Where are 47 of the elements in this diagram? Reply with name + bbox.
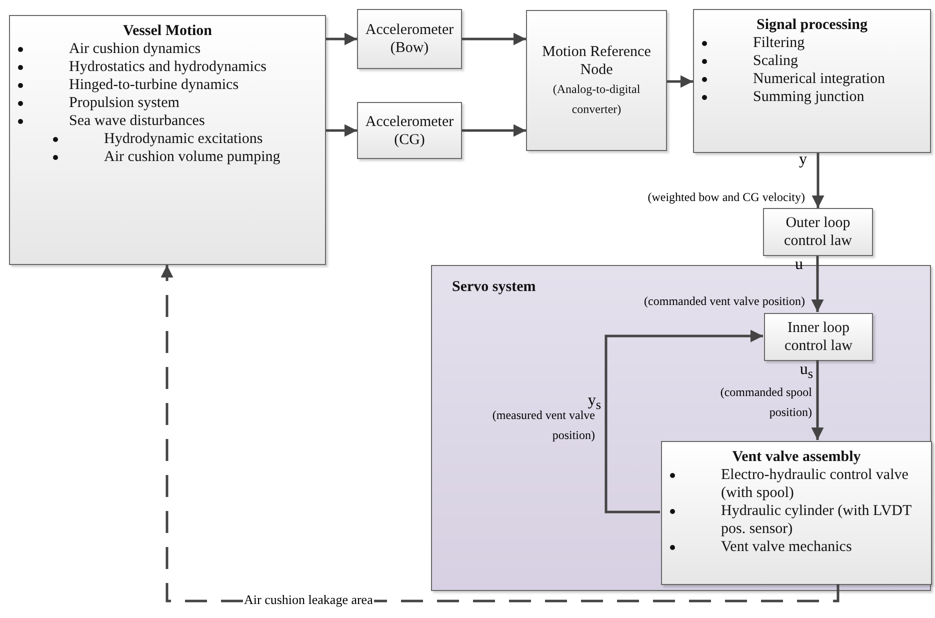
process-box <box>693 9 931 153</box>
box-heading: Vent valve assembly <box>731 448 862 466</box>
arrow <box>811 360 824 440</box>
bullet-item: Hinged-to-turbine dynamics <box>69 76 239 94</box>
process-box <box>357 9 462 69</box>
box-heading: Servo system <box>452 278 537 296</box>
bullet-item: Hydrodynamic excitations <box>104 130 263 148</box>
arrow <box>604 330 763 514</box>
process-box <box>764 313 873 361</box>
bullet-item: Hydraulic cylinder (with LVDT pos. sensor) <box>721 502 912 538</box>
bullet-item: Scaling <box>753 52 798 70</box>
bullet-item: Numerical integration <box>753 70 886 88</box>
edge-label: y <box>798 152 808 168</box>
box-label: Outer loop control law <box>783 214 853 250</box>
signal-note: (weighted bow and CG velocity) <box>646 189 805 206</box>
process-box <box>661 441 932 585</box>
box-label: Accelerometer (CG) <box>364 112 455 148</box>
box-subtitle: (Analog-to-digital converter) <box>552 80 642 118</box>
edge-label: u$_{s}$ <box>798 362 814 382</box>
box-label: Accelerometer (Bow) <box>364 21 455 57</box>
edge-label: Air cushion leakage area <box>243 592 374 608</box>
signal-note: (commanded vent valve position) <box>643 293 805 310</box>
box-heading: Signal processing <box>756 16 868 34</box>
arrow <box>667 75 693 88</box>
box-label: Motion Reference Node <box>541 42 652 78</box>
bullet-item: Summing junction <box>753 88 864 106</box>
process-box <box>357 102 462 159</box>
arrow <box>326 124 357 137</box>
process-box <box>526 10 667 151</box>
arrow <box>326 32 357 46</box>
bullet-item: Air cushion volume pumping <box>104 148 280 166</box>
bullet-item: Propulsion system <box>69 94 180 112</box>
bullet-item: Vent valve mechanics <box>721 538 852 556</box>
bullet-item: Filtering <box>753 34 805 52</box>
process-box <box>9 15 326 265</box>
arrow <box>462 32 526 46</box>
box-label: Inner loop control law <box>784 319 854 355</box>
arrow <box>812 153 824 208</box>
arrow <box>462 124 526 137</box>
bullet-item: Electro-hydraulic control valve (with spool) <box>721 466 910 502</box>
box-heading: Vessel Motion <box>122 22 214 40</box>
bullet-item: Air cushion dynamics <box>69 40 201 58</box>
bullet-item: Hydrostatics and hydrodynamics <box>69 58 266 76</box>
arrow <box>811 256 824 312</box>
signal-note: (commanded spool position) <box>719 384 812 421</box>
process-box <box>763 208 873 256</box>
bullet-item: Sea wave disturbances <box>69 112 205 130</box>
